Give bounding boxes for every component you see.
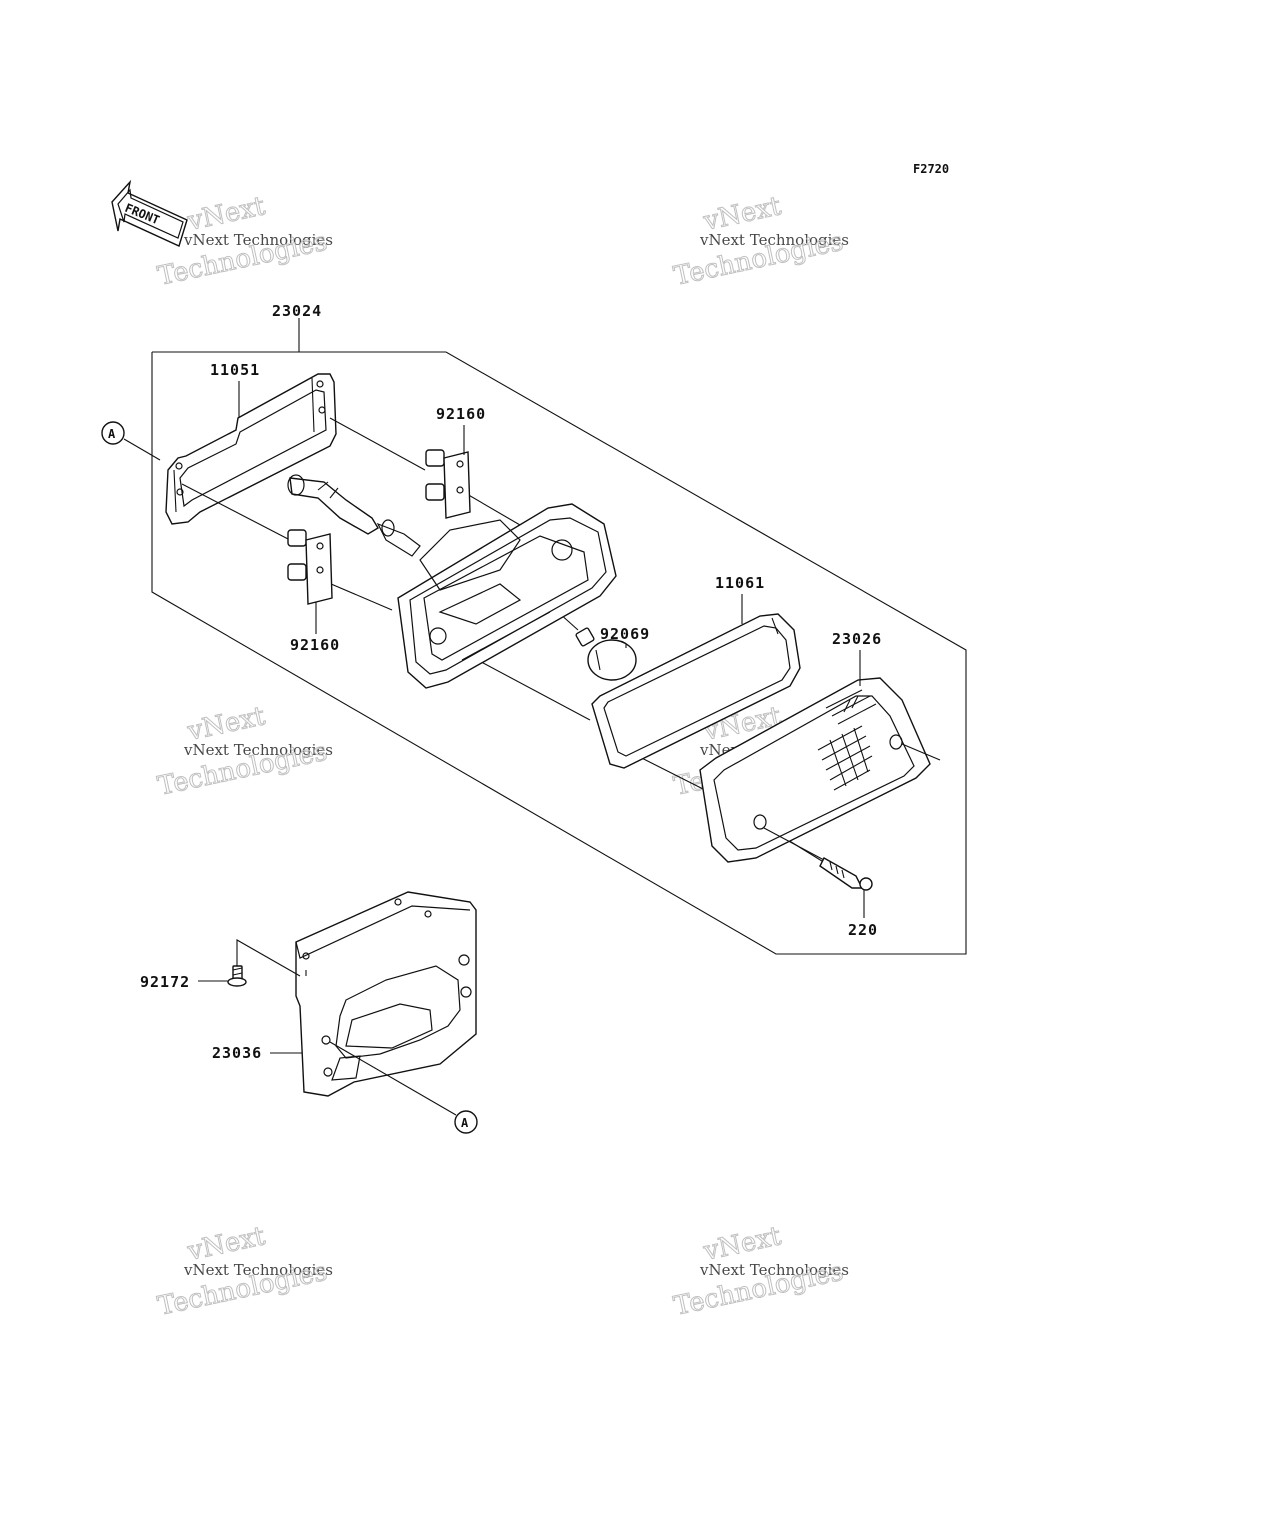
front-arrow-icon: FRONT: [111, 179, 188, 247]
lamp-housing-part: [397, 503, 617, 689]
part-callouts: 23024 11051 92160 92160 92069 11061 2302…: [140, 302, 882, 1062]
lens-stripes: [825, 689, 877, 725]
part-number-92160-bottom: 92160: [290, 636, 340, 654]
screw-part: [763, 827, 873, 891]
lens-part: [699, 677, 941, 863]
watermark-text: vNext Technologies: [183, 1261, 333, 1279]
part-number-220: 220: [848, 921, 878, 939]
ref-marker-top: A: [101, 421, 161, 461]
socket-terminal-part: [287, 529, 333, 605]
base-gasket-part: [165, 373, 337, 525]
part-number-11051: 11051: [210, 361, 260, 379]
part-number-11061: 11061: [715, 574, 765, 592]
bulb-socket-part: [287, 474, 421, 557]
small-screw-part: [227, 939, 301, 987]
figure-code: F2720: [913, 162, 949, 176]
lens-gasket-part: [591, 613, 801, 769]
part-number-92172: 92172: [140, 973, 190, 991]
part-number-92160-top: 92160: [436, 405, 486, 423]
part-number-92069: 92069: [600, 625, 650, 643]
ref-marker-bottom: A: [329, 1041, 478, 1134]
mount-bracket-part: [295, 891, 477, 1097]
watermark-text: vNext Technologies: [699, 231, 849, 249]
watermark-text: vNext Technologies: [183, 741, 333, 759]
socket-terminal-part: [425, 449, 471, 519]
ref-marker-label: A: [461, 1116, 469, 1130]
ref-marker-label: A: [108, 427, 116, 441]
assembly-frame: [151, 318, 967, 955]
part-number-23024: 23024: [272, 302, 322, 320]
watermark-text: vNext Technologies: [699, 1261, 849, 1279]
part-number-23036: 23036: [212, 1044, 262, 1062]
part-number-23026: 23026: [832, 630, 882, 648]
lens-reflector-grid: [817, 725, 873, 791]
bulb-part: [575, 627, 637, 681]
watermark-text: vNext Technologies: [183, 231, 333, 249]
